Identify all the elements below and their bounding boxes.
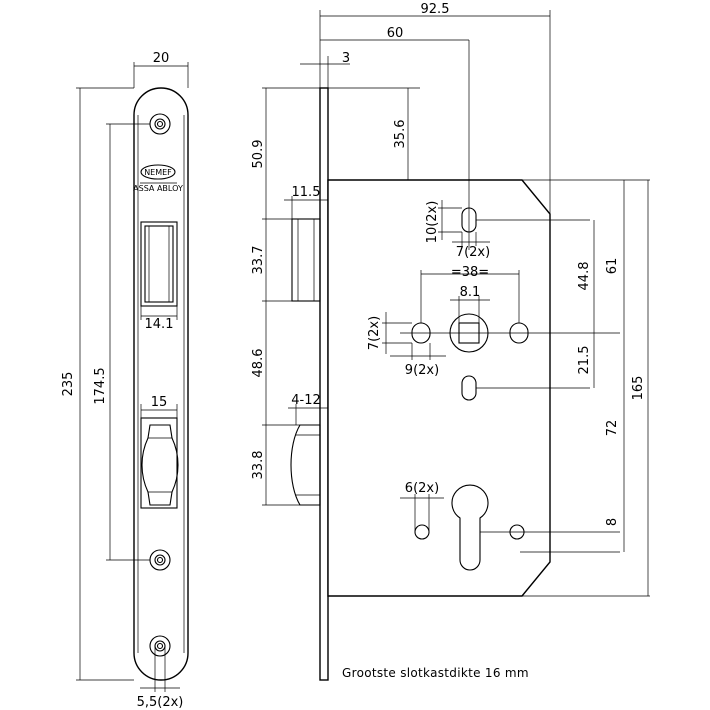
dim-left-hole: 7(2x) [367,312,412,354]
dim-follower-spacing: =38= [420,265,520,323]
faceplate-view: NEMEF ASSA ABLOY [61,51,189,710]
dim-follower-square-label: 8.1 [460,285,481,300]
dim-latch-projection: 11.5 [284,185,328,219]
dim-follower-square: 8.1 [450,285,490,323]
dim-left-hole-offset-label: 9(2x) [405,363,439,378]
dim-follower-to-cylinder: 72 [605,333,625,532]
dim-left-hole-label: 7(2x) [367,316,382,350]
dim-follower-to-slot: 21.5 [577,333,595,388]
dim-hole-diameter: 5,5(2x) [137,646,184,710]
dim-latch-height-label: 33.7 [251,246,266,275]
dim-latch-width-label: 14.1 [145,317,174,332]
faceplate-outline [133,87,189,681]
dim-case-to-follower: 44.8 [577,220,595,333]
dead-bolt [290,424,321,506]
dim-latch-projection-label: 11.5 [292,185,321,200]
dim-plate-thickness-label: 3 [342,51,350,66]
dim-follower-to-slot-label: 21.5 [577,346,592,375]
dim-case-upper: 61 [605,180,625,333]
brand-name: NEMEF [144,168,172,177]
dim-bolt-width: 15 [140,395,178,418]
dim-top-to-hole-label: 35.6 [393,120,408,149]
dim-slot-height: 10(2x) [425,200,462,243]
latch-bolt [291,218,321,302]
dim-backset-label: 60 [387,26,404,41]
brand-logo: NEMEF ASSA ABLOY [133,164,183,193]
dim-faceplate-length: 235 [61,87,134,681]
lockcase-view: 92.5 60 3 50.9 33.7 48.6 33.8 [251,2,650,681]
centre-lines [319,10,650,597]
dim-plate-thickness: 3 [300,51,350,88]
cylinder-cutout [451,484,489,571]
faceplate-latch-opening [140,221,178,307]
dim-case-height: 165 [631,180,649,596]
dim-total-depth-label: 92.5 [421,2,450,17]
dim-latch-width: 14.1 [140,306,178,332]
dim-latch-to-bolt-label: 48.6 [251,349,266,378]
dim-slot-width-label: 7(2x) [456,245,490,260]
dim-cylinder-hole-label: 6(2x) [405,481,439,496]
dim-cylinder-offset: 8 [520,518,625,553]
dim-faceplate-width-label: 20 [153,51,170,66]
dim-vertical-chain: 50.9 33.7 48.6 33.8 [251,87,320,506]
dim-bolt-projection: 4-12 [288,393,328,425]
dim-case-to-follower-label: 44.8 [577,262,592,291]
dim-bolt-width-label: 15 [151,395,168,410]
dim-left-hole-offset: 9(2x) [390,343,446,378]
faceplate-bolt-opening [140,417,179,509]
dim-hole-diameter-label: 5,5(2x) [137,695,184,710]
dim-cylinder-hole: 6(2x) [400,481,444,532]
dim-cylinder-offset-label: 8 [605,518,620,526]
dim-top-to-hole: 35.6 [328,87,420,180]
lockcase-faceplate-section [319,87,329,681]
dim-backset: 60 [320,26,469,41]
dim-slot-width: 7(2x) [452,232,490,260]
dim-top-to-case-label: 50.9 [251,140,266,169]
sub-brand-name: ASSA ABLOY [133,184,183,193]
dim-faceplate-width: 20 [133,51,189,88]
dim-bolt-projection-label: 4-12 [291,393,321,408]
dim-bolt-height-label: 33.8 [251,451,266,480]
dim-case-upper-label: 61 [605,258,620,275]
dim-hole-distance-label: 174.5 [93,367,108,404]
dim-slot-height-label: 10(2x) [425,201,440,244]
dim-hole-distance: 174.5 [93,123,150,561]
lockcase-caption: Grootste slotkastdikte 16 mm [342,666,529,680]
dim-follower-to-cylinder-label: 72 [605,420,620,437]
dim-total-depth: 92.5 [320,2,550,17]
dim-case-height-label: 165 [631,376,646,401]
dim-faceplate-length-label: 235 [61,372,76,397]
dim-follower-spacing-label: =38= [451,265,489,280]
